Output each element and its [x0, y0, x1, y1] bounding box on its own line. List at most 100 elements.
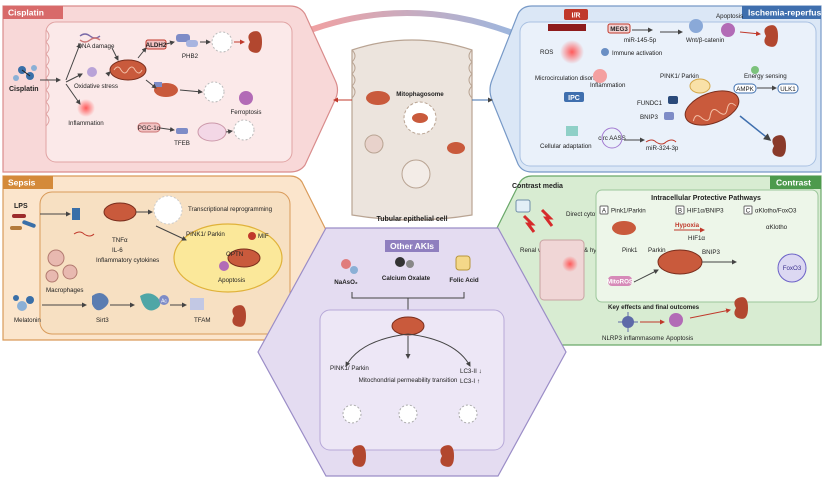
arrow-mid-auto: [179, 89, 203, 95]
ischemia-lysosome-icon: [689, 78, 711, 94]
converge-lines: [351, 292, 465, 310]
cytokines-label: Inflammatory cytokines: [96, 257, 159, 264]
microvilli-left-icon: [351, 49, 356, 99]
tubular-cell-title: Tubular epithelial cell: [376, 216, 447, 223]
path-a-letter: A: [602, 208, 607, 215]
mif-icon: [248, 232, 256, 240]
contrast-central-mito-icon: [657, 249, 703, 275]
acetylated-protein-icon: [140, 293, 161, 311]
arrow-apop-kidney-c: [689, 308, 731, 319]
sepsis-apoptosis-icon: [219, 261, 229, 271]
kidney-icon-3: [772, 135, 786, 157]
contrast-bnip3-label: BNIP3: [702, 249, 720, 256]
microvilli-right-icon: [468, 49, 473, 99]
tlr-receptor-icon: [72, 208, 80, 220]
contrast-cell-glow-icon: [562, 256, 578, 272]
path-c-marker: [743, 205, 753, 215]
mitochondrion-icon: [109, 59, 147, 81]
kidney-icon-4: [232, 305, 246, 327]
ir-label: I/R: [572, 13, 581, 20]
aldh2-label: ALDH2: [146, 42, 167, 49]
calcium-oxalate-icon: [395, 257, 414, 268]
inset-mito-icon: [227, 248, 261, 268]
cellular-adaptation-label: Cellular adaptation: [540, 143, 592, 150]
arrow-mito-mid: [145, 79, 157, 89]
naaso2-label: NaAsO₂: [334, 279, 358, 286]
lps-label: LPS: [14, 203, 28, 210]
ampk-label: AMPK: [736, 86, 754, 93]
path-a-label: Pink1/Parkin: [611, 208, 646, 215]
ir-badge: [564, 9, 588, 20]
ulk1-badge: [777, 83, 799, 94]
dna-damage-label: DNA damage: [78, 43, 115, 50]
cisplatin-drug-label: Cisplatin: [9, 86, 39, 93]
oxidative-stress-label: Oxidative stress: [74, 83, 118, 90]
arrow-to-lc3: [407, 333, 471, 367]
foxo3-nucleus-icon: [777, 253, 807, 283]
cisplatin-panel: Cisplatin Cisplatin DNA damage Oxidative…: [2, 5, 339, 173]
energy-sensing-label: Energy sensing: [744, 73, 787, 80]
bnip3-label: BNIP3: [640, 114, 658, 121]
wnt-label: Wnt/β-catenin: [686, 37, 725, 44]
contrast-vial-icon: [515, 199, 531, 213]
contrast-mito-a-icon: [612, 221, 636, 235]
pgc1a-badge: [137, 122, 161, 133]
tfeb-label: TFEB: [174, 140, 190, 147]
ischemia-panel: Ischemia-reperfusion I/R ROS MEG3 miR-14…: [489, 5, 824, 173]
arrow-ros-mito: [633, 269, 659, 283]
contrast-cell-icon: [539, 239, 585, 301]
sirt3-label: Sirt3: [96, 317, 109, 324]
arrow-dna-mito: [111, 47, 119, 61]
ferroptosis-icon: [239, 91, 253, 105]
path-b-label: HIF1α/BNIP3: [687, 208, 724, 215]
path-b-marker: [675, 205, 685, 215]
melatonin-icon: [13, 295, 34, 311]
il6-label: IL-6: [112, 247, 123, 254]
fundc1-label: FUNDC1: [637, 100, 663, 107]
circ-aass-label: circ AASS: [598, 135, 626, 142]
arrow-to-dna: [65, 43, 81, 81]
phb2-protein-icon: [176, 34, 198, 47]
pink1-label: Pink1: [622, 247, 638, 254]
arrow-pgc-tfeb: [159, 126, 175, 132]
sepsis-mito-icon: [103, 202, 137, 222]
tfam-protein-icon: [190, 298, 204, 310]
meg3-badge: [607, 23, 631, 34]
folic-acid-jar-icon: [455, 255, 471, 271]
kidney-icon-2: [764, 25, 778, 47]
parkin-label: Parkin: [648, 247, 666, 254]
autophagosome-bottom-icon: [233, 119, 255, 141]
pink1-parkin-label: PINK1/ Parkin: [660, 73, 699, 80]
wnt-protein-icon: [689, 19, 703, 33]
autophagosome-mid-icon: [203, 81, 225, 103]
pgc1a-label: PGC-1α: [138, 125, 161, 132]
kidney-icon-7: [440, 445, 454, 467]
nucleus-icon: [401, 159, 431, 189]
ulk1-label: ULK1: [780, 86, 796, 93]
arrow-lyso-auto: [225, 129, 233, 135]
lightning-icon-2: [540, 208, 554, 227]
tnfa-icon: [73, 231, 95, 237]
other-auto-3-icon: [458, 404, 478, 424]
top-arc-arrow: [303, 10, 522, 39]
folic-label: Folic Acid: [449, 277, 479, 284]
macrophages-label: Macrophages: [46, 287, 84, 294]
adaptation-cell-icon: [566, 126, 578, 136]
mpt-label: Mitochondrial permeability transition: [359, 377, 458, 384]
sirt3-protein-icon: [92, 293, 109, 311]
inflammation-label: Inflammation: [68, 120, 104, 127]
immune-activation-label: Immune activation: [612, 50, 663, 57]
immune-icon: [601, 48, 609, 56]
arrow-to-inflammation: [65, 83, 81, 105]
apoptosis-cell-icon: [721, 23, 735, 37]
lps-molecules-icon: [10, 214, 36, 230]
key-effects-label: Key effects and final outcomes: [608, 304, 700, 311]
transcriptional-label: Transcriptional reprogramming: [188, 206, 273, 213]
autophagosome-icon: [211, 31, 233, 53]
inflammation-glow-icon: [77, 99, 95, 117]
mitoros-badge: [608, 276, 632, 286]
lysosome-icon: [197, 122, 227, 142]
other-mito-icon: [391, 316, 425, 336]
nlrp3-icon: [618, 312, 638, 332]
